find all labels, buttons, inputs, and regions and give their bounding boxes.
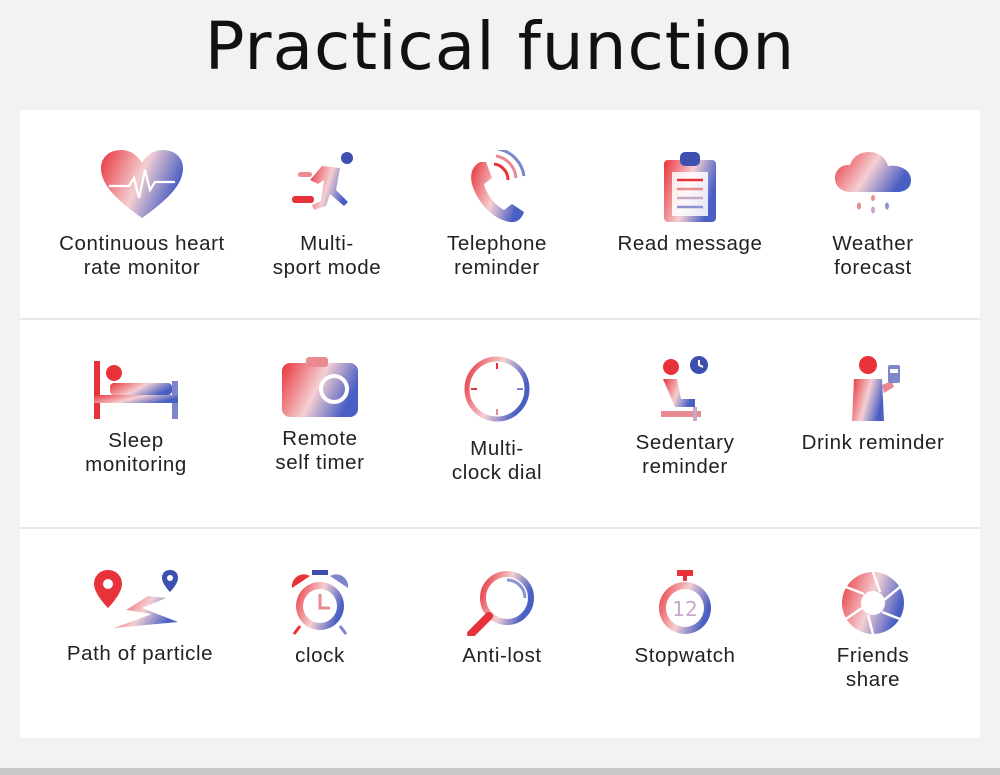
stopwatch-number: 12 — [672, 597, 697, 621]
feature-stopwatch: 12 Stopwatch — [585, 570, 785, 668]
feature-label: Stopwatch — [634, 644, 736, 667]
feature-multi-sport: Multi-sport mode — [227, 150, 427, 280]
bed-icon — [94, 361, 178, 419]
feature-clock: clock — [220, 570, 420, 668]
clock-dial-icon — [464, 356, 530, 422]
row-divider — [20, 527, 980, 529]
magnifier-icon — [467, 571, 534, 636]
sitting-person-icon — [661, 356, 708, 421]
feature-label: Read message — [617, 232, 763, 255]
phone-icon — [471, 150, 526, 223]
running-icon — [292, 152, 353, 210]
alarm-clock-icon — [291, 570, 349, 635]
feature-anti-lost: Anti-lost — [402, 570, 602, 668]
feature-label: clock — [295, 644, 345, 667]
rain-cloud-icon — [835, 152, 911, 214]
feature-label: Multi-clock dial — [451, 437, 543, 484]
feature-clock-dial: Multi-clock dial — [397, 355, 597, 485]
bottom-border — [0, 768, 1000, 775]
feature-label: Drink reminder — [801, 431, 945, 454]
page-title: Practical function — [204, 8, 796, 85]
feature-label: Path of particle — [66, 642, 214, 665]
map-pin-path-icon — [94, 570, 178, 628]
feature-path: Path of particle — [40, 570, 240, 666]
camera-icon — [282, 357, 358, 417]
heart-rate-icon — [101, 150, 183, 218]
drink-person-icon — [852, 356, 900, 421]
feature-label: Anti-lost — [462, 644, 542, 667]
row-divider — [20, 318, 980, 320]
feature-read-message: Read message — [590, 150, 790, 256]
feature-label: Multi-sport mode — [272, 232, 382, 279]
stopwatch-icon: 12 — [659, 570, 711, 634]
clipboard-icon — [664, 152, 716, 222]
feature-drink: Drink reminder — [773, 355, 973, 455]
aperture-icon — [842, 571, 904, 635]
